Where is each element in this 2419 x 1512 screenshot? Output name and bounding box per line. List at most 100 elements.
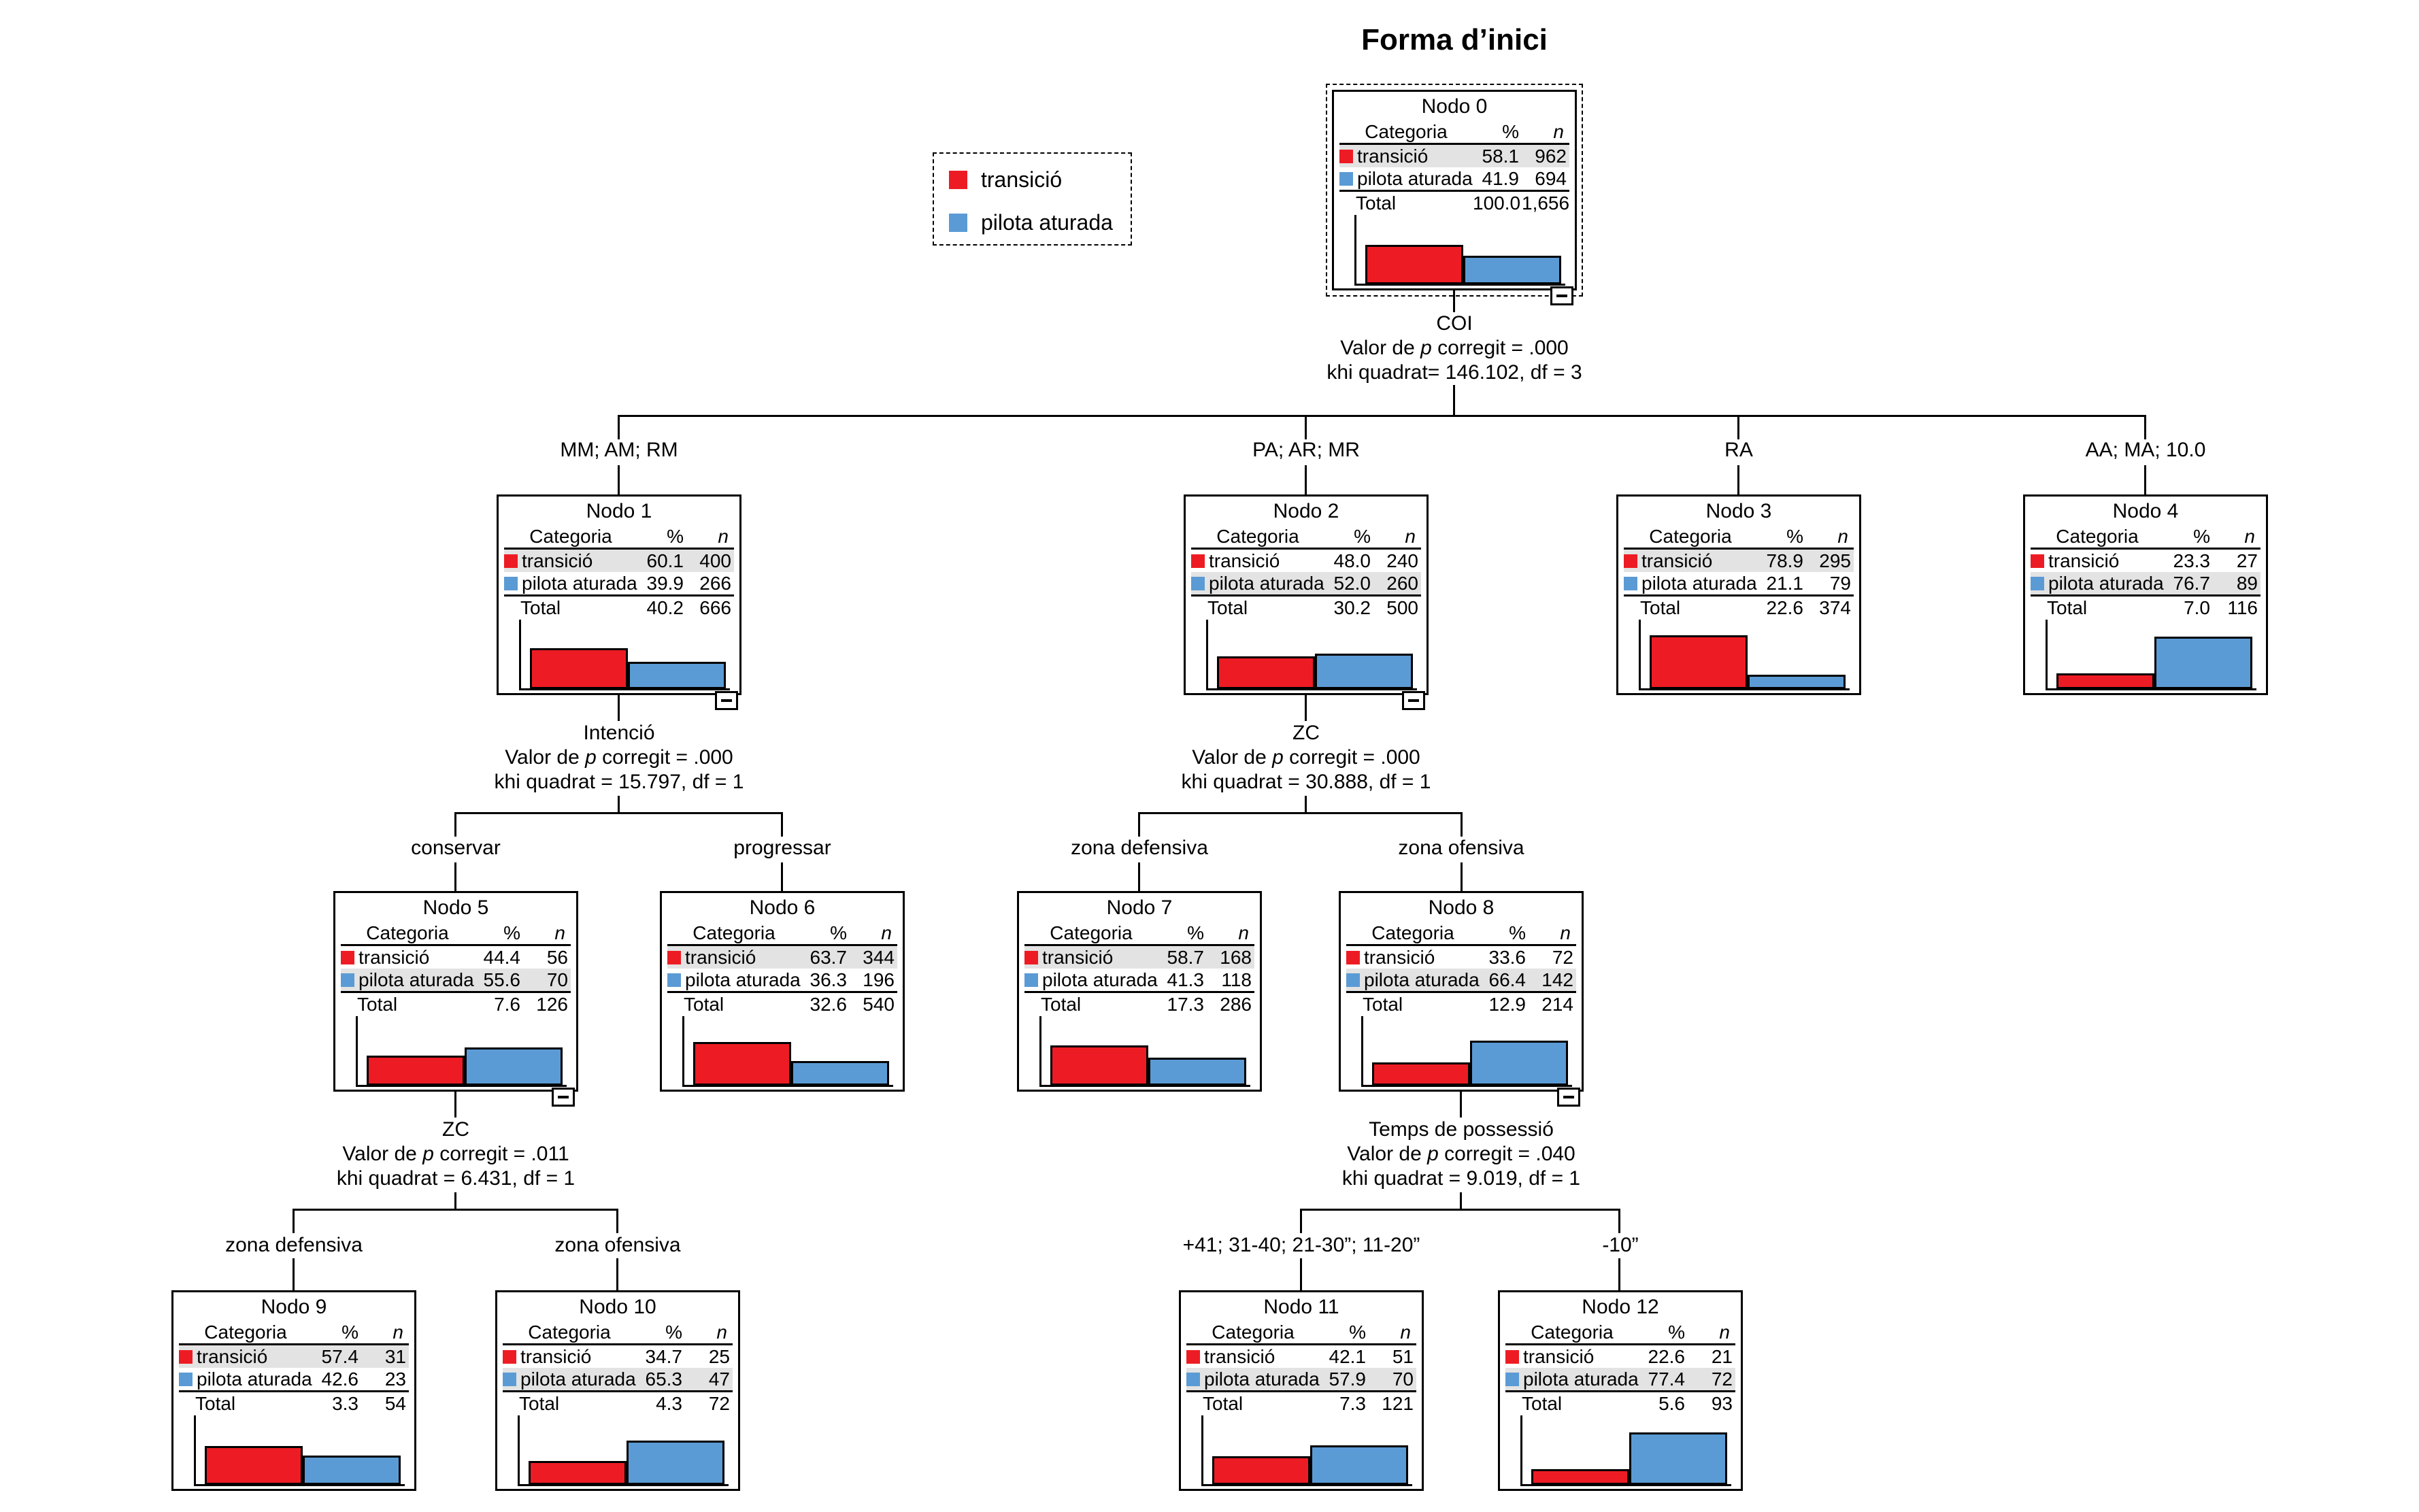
n-value: 47 (708, 1368, 730, 1390)
total-label: Total (1207, 597, 1248, 618)
connector-line (1305, 417, 1307, 439)
chart-x-axis (1520, 1484, 1731, 1486)
total-pct-value: 22.6 (1766, 597, 1804, 618)
legend-label: pilota aturada (981, 210, 1113, 235)
category-cell: transició (667, 947, 801, 969)
table-header-row: Categoria%n (667, 922, 897, 946)
connector-line (1305, 465, 1307, 494)
table-header-row: Categoria%n (1186, 1321, 1416, 1345)
node-title: Nodo 9 (261, 1296, 327, 1318)
total-pct-value: 7.0 (2184, 597, 2210, 618)
node-bar-chart (1618, 620, 1859, 690)
category-cell: pilota aturada (2031, 573, 2164, 594)
collapse-button[interactable] (1557, 1088, 1580, 1107)
col-header-categoria: Categoria (1365, 120, 1448, 142)
category-swatch-blue (2031, 576, 2044, 590)
connector-line (2144, 465, 2146, 494)
total-pct-value: 100.0 (1473, 192, 1521, 214)
split-variable: COI (1436, 312, 1473, 335)
chart-y-axis (1206, 620, 1208, 690)
table-header-row: Categoria%n (504, 525, 734, 550)
total-n-value: 116 (2227, 597, 2258, 618)
n-value: 21 (1711, 1345, 1733, 1367)
collapse-button[interactable] (1402, 691, 1425, 710)
category-label: transició (1209, 550, 1280, 571)
category-cell: transició (1339, 146, 1473, 167)
category-cell: pilota aturada (1191, 573, 1324, 594)
n-value: 27 (2236, 550, 2258, 571)
category-label: pilota aturada (197, 1368, 312, 1390)
col-header-pct: % (503, 922, 520, 943)
connector-line (1618, 1211, 1620, 1233)
category-cell: pilota aturada (179, 1368, 312, 1390)
category-swatch-blue (503, 1372, 516, 1386)
node-title: Nodo 0 (1421, 95, 1488, 118)
n-value: 51 (1392, 1345, 1414, 1367)
col-header-n: n (1400, 1321, 1411, 1343)
category-label: pilota aturada (1641, 572, 1757, 594)
col-header-categoria: Categoria (1050, 922, 1133, 943)
connector-line (454, 814, 456, 837)
col-header-pct: % (665, 1321, 682, 1343)
node-bar-chart (1334, 215, 1575, 286)
category-swatch-red (1505, 1349, 1519, 1364)
category-label: transició (197, 1345, 268, 1367)
node-bar-chart (1181, 1415, 1422, 1486)
branch-label: +41; 31-40; 21-30”; 11-20” (1182, 1234, 1420, 1256)
chart-y-axis (518, 1415, 520, 1486)
connector-line (1737, 417, 1739, 439)
category-cell: pilota aturada (1339, 168, 1473, 190)
chart-x-axis (356, 1085, 567, 1087)
category-cell: transició (504, 550, 637, 572)
total-pct-value: 32.6 (810, 993, 848, 1015)
node-bar-chart (499, 620, 739, 690)
col-header-pct: % (1187, 922, 1204, 943)
collapse-button[interactable] (552, 1088, 575, 1107)
category-label: pilota aturada (1523, 1368, 1639, 1390)
category-label: transició (1523, 1345, 1595, 1367)
total-n-value: 54 (384, 1392, 406, 1414)
legend-label: transició (981, 167, 1063, 192)
n-value: 118 (1221, 969, 1252, 990)
category-swatch-blue (667, 973, 681, 987)
category-cell: transició (1024, 947, 1158, 969)
category-label: transició (2048, 550, 2120, 571)
category-swatch-blue (1346, 973, 1360, 987)
col-header-n: n (1553, 120, 1564, 142)
category-label: transició (1357, 145, 1429, 167)
connector-line (618, 417, 620, 439)
collapse-button[interactable] (1550, 286, 1573, 305)
node-title: Nodo 4 (2112, 500, 2179, 522)
col-header-categoria: Categoria (1212, 1321, 1295, 1343)
minus-icon (1408, 699, 1419, 702)
connector-line (1300, 1258, 1302, 1290)
bar-transicio (1050, 1045, 1148, 1086)
category-cell: transició (1624, 550, 1757, 572)
category-cell: pilota aturada (1024, 969, 1158, 991)
pct-value: 58.7 (1167, 946, 1205, 968)
category-cell: transició (341, 947, 474, 969)
node-bar-chart (1019, 1016, 1260, 1087)
collapse-button[interactable] (715, 691, 738, 710)
category-swatch-red (1346, 950, 1360, 964)
split-variable: ZC (442, 1118, 469, 1141)
pct-value: 57.9 (1329, 1368, 1367, 1390)
